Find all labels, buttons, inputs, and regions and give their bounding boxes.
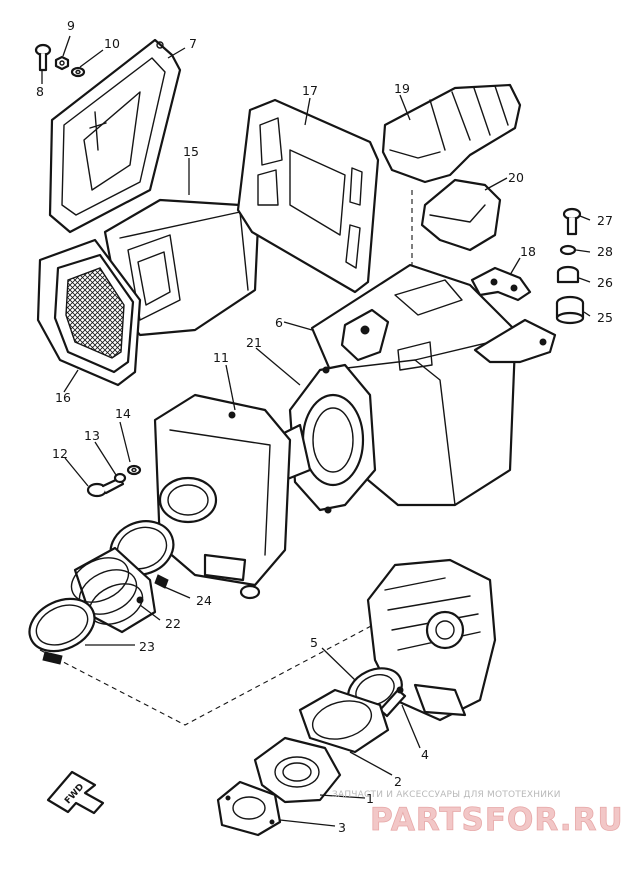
intake-duct-part	[381, 83, 522, 184]
duct-cap-part	[420, 178, 502, 252]
callout-26: 26	[597, 275, 613, 290]
intake-manifold-part	[253, 736, 342, 804]
callout-23: 23	[139, 639, 155, 654]
callout-7: 7	[189, 36, 197, 51]
callout-18: 18	[520, 244, 536, 259]
callout-25: 25	[597, 310, 613, 325]
callout-21: 21	[246, 335, 262, 350]
air-box-part	[153, 393, 292, 600]
callout-15: 15	[183, 144, 199, 159]
washer-part	[70, 66, 86, 78]
callout-6: 6	[275, 315, 283, 330]
watermark: ЗАПЧАСТИ И АКСЕССУАРЫ ДЛЯ МОТОТЕХНИКИ PA…	[332, 790, 624, 838]
callout-17: 17	[302, 83, 318, 98]
fwd-arrow-icon: FWD	[46, 770, 105, 815]
callout-13: 13	[84, 428, 100, 443]
insulator-gasket-part	[216, 780, 282, 837]
joint-clamp-part	[298, 688, 390, 754]
nut-part	[54, 55, 70, 71]
watermark-subtitle: ЗАПЧАСТИ И АКСЕССУАРЫ ДЛЯ МОТОТЕХНИКИ	[332, 790, 561, 800]
screw-part	[34, 43, 52, 72]
callout-19: 19	[394, 81, 410, 96]
callout-4: 4	[421, 747, 429, 762]
plain-washer-part	[126, 464, 142, 476]
screw-small-part	[559, 244, 577, 256]
callout-27: 27	[597, 213, 613, 228]
case-cover-part	[48, 38, 182, 234]
bolt-small-part	[562, 207, 582, 236]
callout-3: 3	[338, 820, 346, 835]
callout-labels: 1 2 3 4 5 6 7 8 9 10 11 12 13 14 15 16 1…	[36, 18, 613, 835]
callout-2: 2	[394, 774, 402, 789]
callout-8: 8	[36, 84, 44, 99]
collar-part	[556, 265, 580, 284]
callout-9: 9	[67, 18, 75, 33]
filter-frame-part	[36, 238, 142, 387]
clamp-small-part	[28, 597, 96, 665]
callout-5: 5	[310, 635, 318, 650]
callout-16: 16	[55, 390, 71, 405]
callout-14: 14	[115, 406, 131, 421]
bracket-part	[470, 266, 532, 302]
spring-washer-part	[113, 472, 127, 484]
gasket-plate-part	[236, 98, 380, 294]
leader-lines	[41, 35, 591, 827]
callout-10: 10	[104, 36, 120, 51]
mounting-bolt-part	[378, 686, 407, 718]
callout-12: 12	[52, 446, 68, 461]
callout-20: 20	[508, 170, 524, 185]
callout-24: 24	[196, 593, 212, 608]
callout-1: 1	[366, 791, 374, 806]
callout-11: 11	[213, 350, 229, 365]
watermark-logo: PARTSFOR.RU	[370, 802, 624, 838]
callout-22: 22	[165, 616, 181, 631]
callout-28: 28	[597, 244, 613, 259]
damper-part	[555, 295, 585, 325]
